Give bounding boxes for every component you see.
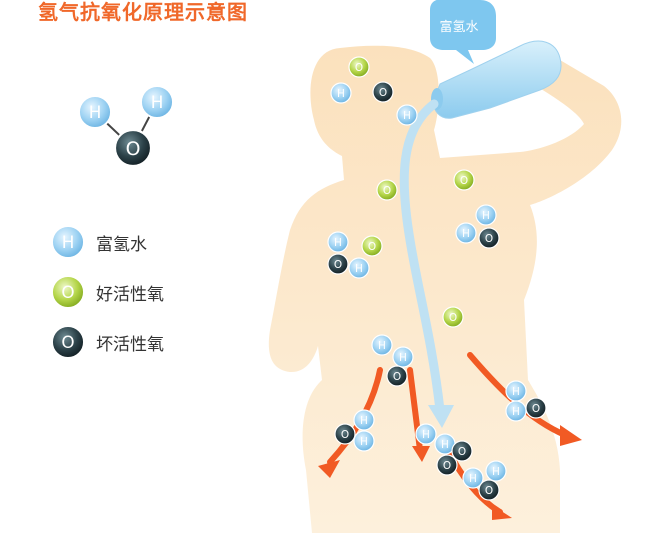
- hydrogen-atom-symbol: H: [462, 228, 470, 240]
- hydrogen-atom: H: [371, 334, 393, 356]
- bad-oxygen-atom: O: [334, 423, 356, 445]
- legend-label-hydrogen-water: 富氢水: [96, 235, 147, 255]
- good-oxygen-atom-symbol: O: [355, 62, 363, 74]
- legend-label-good-oxygen: 好活性氧: [96, 285, 164, 305]
- good-oxygen-atom: O: [453, 169, 475, 191]
- flow-arrowheads: [318, 425, 582, 520]
- legend-bad-oxygen-atom-symbol: O: [61, 332, 74, 352]
- bad-oxygen-atom-symbol: O: [341, 429, 349, 441]
- bad-oxygen-atom: O: [478, 227, 500, 249]
- hydrogen-atom: H: [455, 222, 477, 244]
- good-oxygen-atom-symbol: O: [460, 175, 468, 187]
- hydrogen-atom: H: [485, 460, 507, 482]
- hydrogen-atom-symbol: H: [441, 439, 449, 451]
- hydrogen-atom-symbol: H: [492, 466, 500, 478]
- good-oxygen-atom-symbol: O: [449, 312, 457, 324]
- hydrogen-atom-symbol: H: [89, 102, 102, 122]
- hydrogen-atom-symbol: H: [360, 436, 368, 448]
- hydrogen-atom: H: [353, 409, 375, 431]
- bad-oxygen-atom: O: [386, 365, 408, 387]
- good-oxygen-atom-symbol: O: [368, 241, 376, 253]
- legend-bad-oxygen-atom: O: [51, 325, 85, 359]
- bad-oxygen-atom: O: [372, 81, 394, 103]
- hydrogen-atom-symbol: H: [469, 473, 477, 485]
- hydrogen-atom-symbol: H: [512, 386, 520, 398]
- bad-oxygen-atom: O: [327, 253, 349, 275]
- bad-oxygen-atom-symbol: O: [334, 259, 342, 271]
- bad-oxygen-atom-symbol: O: [485, 233, 493, 245]
- hydrogen-atom: H: [505, 400, 527, 422]
- bad-oxygen-atom-symbol: O: [393, 371, 401, 383]
- oxygen-atom: O: [113, 128, 153, 168]
- page-title: 氢气抗氧化原理示意图: [38, 0, 248, 24]
- bad-oxygen-atom: O: [525, 397, 547, 419]
- hydrogen-atom: H: [330, 82, 352, 104]
- bad-oxygen-atom-symbol: O: [458, 446, 466, 458]
- bad-oxygen-atom-symbol: O: [379, 87, 387, 99]
- hydrogen-atom-symbol: H: [403, 110, 411, 122]
- legend-good-oxygen-atom: O: [51, 275, 85, 309]
- hydrogen-atom: H: [396, 104, 418, 126]
- bad-oxygen-atom: O: [436, 454, 458, 476]
- water-stream-arrowhead: [428, 405, 454, 428]
- water-molecule: H H O: [78, 85, 174, 168]
- bad-oxygen-atom: O: [478, 479, 500, 501]
- hydrogen-atom: H: [434, 433, 456, 455]
- hydrogen-atom-symbol: H: [151, 92, 164, 112]
- legend-atoms: H O O: [51, 225, 85, 359]
- bad-oxygen-atom-symbol: O: [443, 460, 451, 472]
- legend-hydrogen-atom-symbol: H: [62, 232, 75, 252]
- water-bottle: [431, 40, 562, 119]
- hydrogen-atom-symbol: H: [482, 210, 490, 222]
- hydrogen-atom: H: [353, 430, 375, 452]
- legend-hydrogen-atom: H: [51, 225, 85, 259]
- water-stream: [399, 99, 445, 415]
- hydrogen-atom-symbol: H: [334, 237, 342, 249]
- bad-oxygen-atom-symbol: O: [532, 403, 540, 415]
- bubble-label: 富氢水: [439, 20, 479, 35]
- good-oxygen-atom-symbol: O: [383, 185, 391, 197]
- hydrogen-atom: H: [475, 204, 497, 226]
- oxygen-atom-symbol: O: [126, 138, 141, 160]
- hydrogen-atom-symbol: H: [512, 406, 520, 418]
- hydrogen-atom-symbol: H: [355, 263, 363, 275]
- speech-bubble: [430, 0, 496, 64]
- hydrogen-atom: H: [462, 467, 484, 489]
- hydrogen-atom: H: [348, 257, 370, 279]
- hydrogen-atom: H: [327, 231, 349, 253]
- flow-arrow-center-left: [407, 367, 423, 453]
- good-oxygen-atom: O: [376, 179, 398, 201]
- hydrogen-atom-symbol: H: [378, 340, 386, 352]
- good-oxygen-atom: O: [348, 56, 370, 78]
- legend-good-oxygen-atom-symbol: O: [61, 282, 74, 302]
- good-oxygen-atom: O: [361, 235, 383, 257]
- hydrogen-atom-symbol: H: [337, 88, 345, 100]
- hydrogen-atom: H: [415, 423, 437, 445]
- hydrogen-atom: H: [140, 85, 174, 119]
- bad-oxygen-atom-symbol: O: [485, 485, 493, 497]
- hydrogen-atom-symbol: H: [422, 429, 430, 441]
- hydrogen-atom: H: [392, 346, 414, 368]
- good-oxygen-atom: O: [442, 306, 464, 328]
- hydrogen-atom: H: [505, 380, 527, 402]
- hydrogen-atom-symbol: H: [399, 352, 407, 364]
- hydrogen-atom-symbol: H: [360, 415, 368, 427]
- legend-label-bad-oxygen: 坏活性氧: [96, 335, 164, 355]
- hydrogen-atom: H: [78, 95, 112, 129]
- bad-oxygen-atom: O: [451, 440, 473, 462]
